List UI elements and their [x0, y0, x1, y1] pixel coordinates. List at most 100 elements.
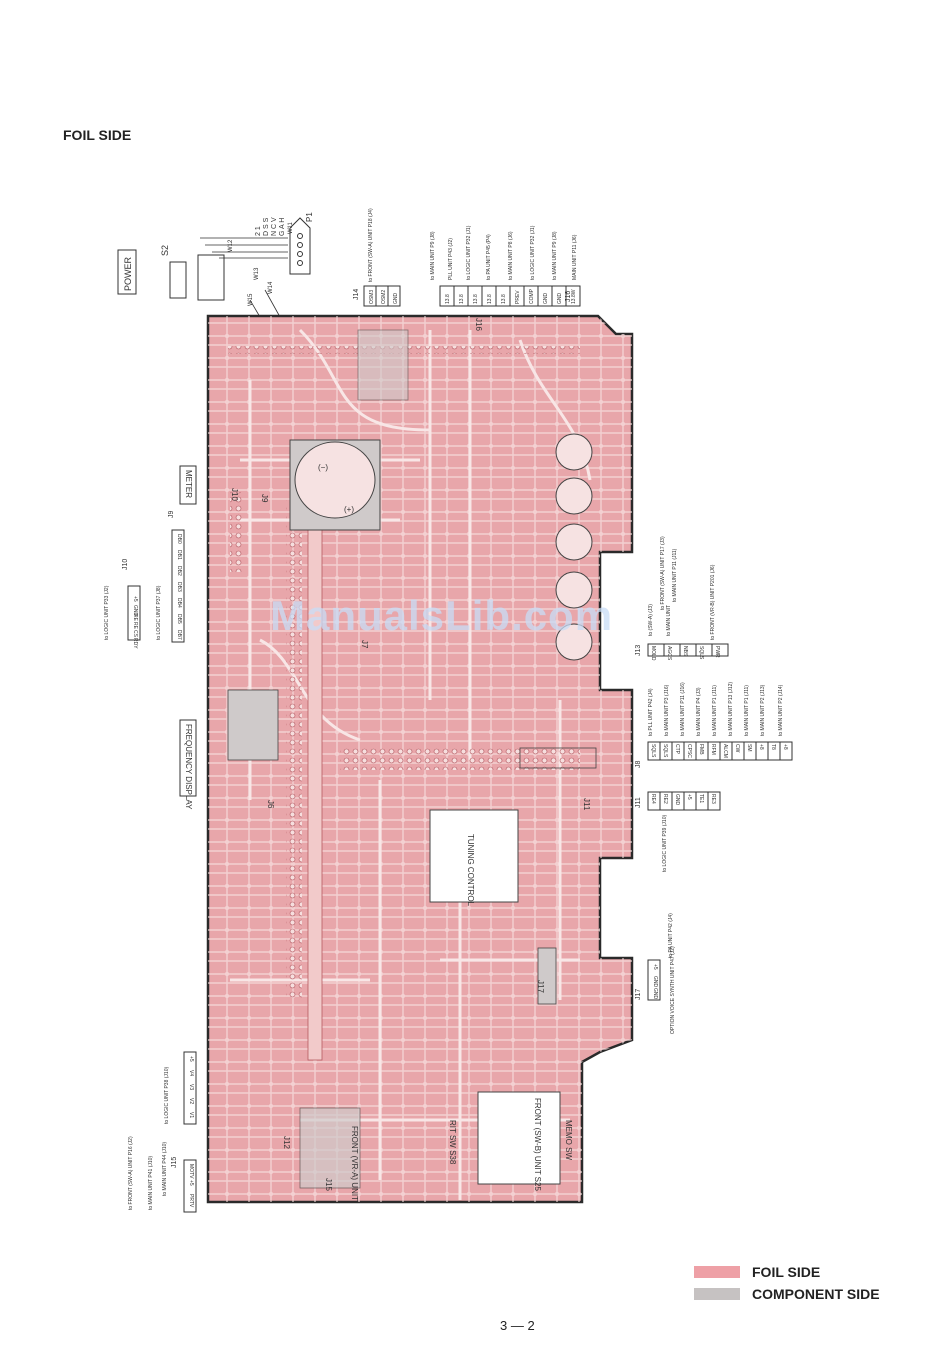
j17-pin: GND — [652, 976, 658, 988]
wire-label-w14: W14 — [268, 281, 274, 294]
j16-destination: to MAIN UNIT P9 (J8) — [430, 231, 436, 280]
j16-pin: 13.8W — [571, 289, 577, 304]
j8-pin: +8 — [782, 744, 788, 750]
j14-pin-cell — [387, 285, 401, 307]
j16-destination: to PA UNIT P45 (P4) — [486, 234, 492, 280]
j10-pins — [230, 492, 244, 572]
j17-destination: to PA UNIT P42 (J4) — [668, 913, 674, 958]
tuning-control-label: TUNING CONTROL — [466, 834, 475, 907]
j11-pin: RE4 — [650, 794, 656, 804]
meter-outline — [294, 441, 376, 519]
j16-block: J16 13.8 13.8 13.8 13.8 13.8 PREV COMP G… — [430, 225, 581, 307]
j16-pin: 13.8 — [459, 294, 465, 304]
j16-pin-cell — [565, 285, 581, 307]
j12-pin: V3 — [188, 1084, 194, 1090]
meter-minus-label: (−) — [318, 463, 328, 472]
j16-pin: 13.8 — [473, 294, 479, 304]
j8-pin: SQLS — [650, 744, 656, 758]
front-sw-b-component — [477, 1091, 561, 1185]
j16-pin: GND — [557, 293, 563, 305]
j11-label: J11 — [635, 797, 642, 808]
j12-pin: V1 — [188, 1112, 194, 1118]
p1-pins-row-3: D S S — [263, 217, 270, 236]
p1-pins-row-4: 2 1 — [255, 226, 262, 236]
page-title: FOIL SIDE — [63, 127, 132, 143]
page-number: 3 — 2 — [500, 1318, 535, 1333]
j14-pin: GND — [393, 293, 399, 305]
j10-destination: to LOGIC UNIT P33 (J2) — [104, 585, 110, 640]
j9-pin: DB5 — [176, 614, 182, 624]
wire-label-w11: W11 — [288, 221, 294, 234]
front-vr-a-component — [299, 1107, 361, 1189]
j13-pin: PWR — [714, 646, 720, 658]
j11-header — [519, 747, 597, 769]
j15-label: J15 — [171, 1157, 178, 1168]
j16-destination: to MAIN UNIT P9 (J8) — [552, 231, 558, 280]
j12-board-label: J12 — [282, 1136, 291, 1149]
j14-label: J14 — [353, 289, 360, 300]
j16-board-label: J16 — [474, 318, 483, 331]
j16-destination: MAIN UNIT P11 (J6) — [572, 234, 578, 280]
j9-label: J9 — [168, 511, 175, 519]
j8-block: J8 SQLS SQLS CTP CPSC FMB RFM ALCM CW SM… — [635, 682, 793, 769]
j8-pin: +8 — [758, 744, 764, 750]
j16-pin: 13.8 — [445, 294, 451, 304]
j10-block: J10 +5 GND RE RE CS RDY to LOGIC UNIT P3… — [104, 559, 141, 649]
legend-label-component: COMPONENT SIDE — [752, 1286, 880, 1302]
legend-component-side: COMPONENT SIDE — [694, 1286, 880, 1302]
j7-board-label: J7 — [360, 640, 369, 649]
j13-label: J13 — [635, 645, 642, 656]
j15-block: J15 MOTV +5 PRTV to MAIN UNIT P41 (J10) … — [128, 1136, 197, 1213]
p1-connector — [289, 217, 311, 275]
pot-knob — [555, 571, 593, 609]
memo-sw-label: MEMO SW — [564, 1120, 573, 1160]
j8-pin: CPSC — [686, 744, 692, 758]
j11-pin: RE2 — [662, 794, 668, 804]
front-vr-a-label: FRONT (VR-A) UNIT — [350, 1126, 359, 1201]
pot-knob — [555, 523, 593, 561]
j8-pin: FMB — [698, 744, 704, 755]
legend-foil-side: FOIL SIDE — [694, 1264, 820, 1280]
j14-header — [357, 329, 409, 401]
j17-block: J17 +5 GND GND to PA UNIT P42 (J4) OPTIO… — [635, 913, 676, 1034]
wire-label-w13: W13 — [254, 267, 260, 280]
j16-pin: COMP — [529, 288, 535, 304]
j8-label: J8 — [635, 761, 642, 769]
j8-destination: to MAIN UNIT P4 (J3) — [696, 687, 702, 736]
j15-destination: to MAIN UNIT P44 (J10) — [162, 1142, 168, 1196]
j12-pin: V4 — [188, 1070, 194, 1076]
j8-pin: SQLS — [662, 744, 668, 758]
j8-pin: T8 — [770, 744, 776, 750]
display-ribbon-connector — [307, 479, 323, 1061]
rit-sw-label: RIT SW S38 — [448, 1120, 457, 1165]
j13-pin: SQLS — [698, 646, 704, 660]
j9-pin: DB3 — [176, 582, 182, 592]
j9-board-label: J9 — [260, 494, 269, 503]
meter-label: METER — [184, 470, 193, 498]
j9-header-box — [171, 529, 185, 643]
j12-pin: +5 — [188, 1056, 194, 1062]
j8-pin: CTP — [674, 744, 680, 755]
j8-pin: ALCM — [722, 744, 728, 758]
j12-pin: V2 — [188, 1098, 194, 1104]
j16-destination: to LOGIC UNIT P32 (J1) — [530, 225, 536, 280]
j8-destination: to PLL UNIT P42 (J4) — [648, 688, 654, 736]
j17-label: J17 — [635, 989, 642, 1000]
j13-destination: to (SW-A) (J3) — [648, 604, 654, 636]
j11-pin: GND — [674, 794, 680, 806]
j16-destination: to MAIN UNIT P8 (J6) — [508, 231, 514, 280]
freq-display-label: FREQUENCY DISPLAY — [184, 724, 193, 810]
legend-label-foil: FOIL SIDE — [752, 1264, 821, 1280]
j8-destination: to MAIN UNIT P2 (J13) — [760, 684, 766, 736]
j10-pin: CS — [132, 630, 138, 638]
p1-pin — [297, 242, 303, 248]
j17-pin: +5 — [652, 964, 658, 970]
j14-pin: OSM2 — [381, 290, 387, 304]
j11-destination: to LOGIC UNIT P39 (J10) — [662, 815, 668, 872]
j16-label: J16 — [565, 291, 572, 302]
wire-label-w12: W12 — [228, 239, 234, 252]
j16-pin: 13.8 — [487, 294, 493, 304]
s2-switch — [169, 261, 187, 299]
j11-pin-cell — [707, 791, 721, 811]
